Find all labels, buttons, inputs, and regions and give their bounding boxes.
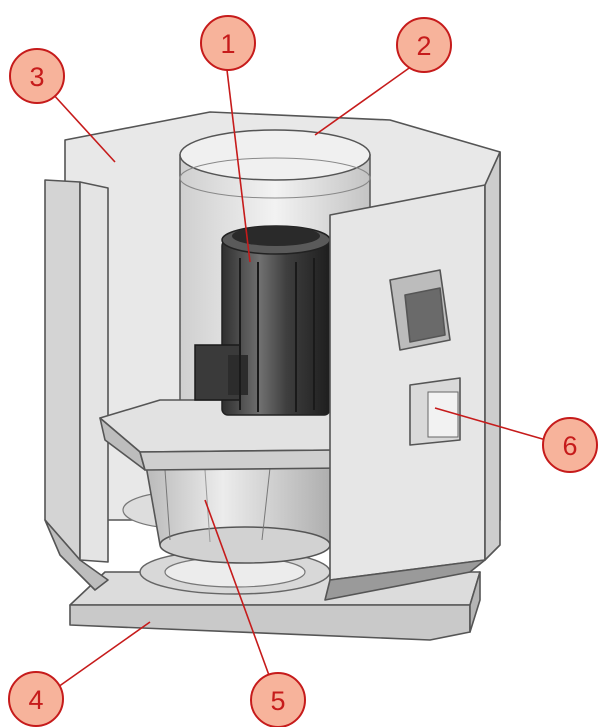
impeller	[144, 459, 341, 564]
leader-4	[57, 621, 151, 688]
leader-5	[204, 499, 271, 679]
callout-2: 2	[396, 17, 452, 73]
housing-front-panel	[324, 151, 501, 601]
callout-5: 5	[250, 672, 306, 727]
leader-1	[226, 69, 251, 263]
callout-5-label: 5	[270, 686, 285, 716]
leader-2	[314, 65, 413, 136]
callout-3: 3	[9, 48, 65, 104]
callout-3-label: 3	[29, 62, 44, 92]
vent-louver	[389, 269, 451, 351]
callout-1-label: 1	[220, 29, 235, 59]
electrical-box	[409, 377, 461, 446]
leader-3	[51, 92, 116, 163]
callout-1: 1	[200, 15, 256, 71]
callout-6: 6	[542, 417, 598, 473]
callout-2-label: 2	[416, 31, 431, 61]
callout-6-label: 6	[562, 431, 577, 461]
callout-4: 4	[8, 671, 64, 727]
leader-6	[434, 407, 547, 441]
callout-4-label: 4	[28, 685, 43, 715]
motor	[194, 225, 331, 416]
